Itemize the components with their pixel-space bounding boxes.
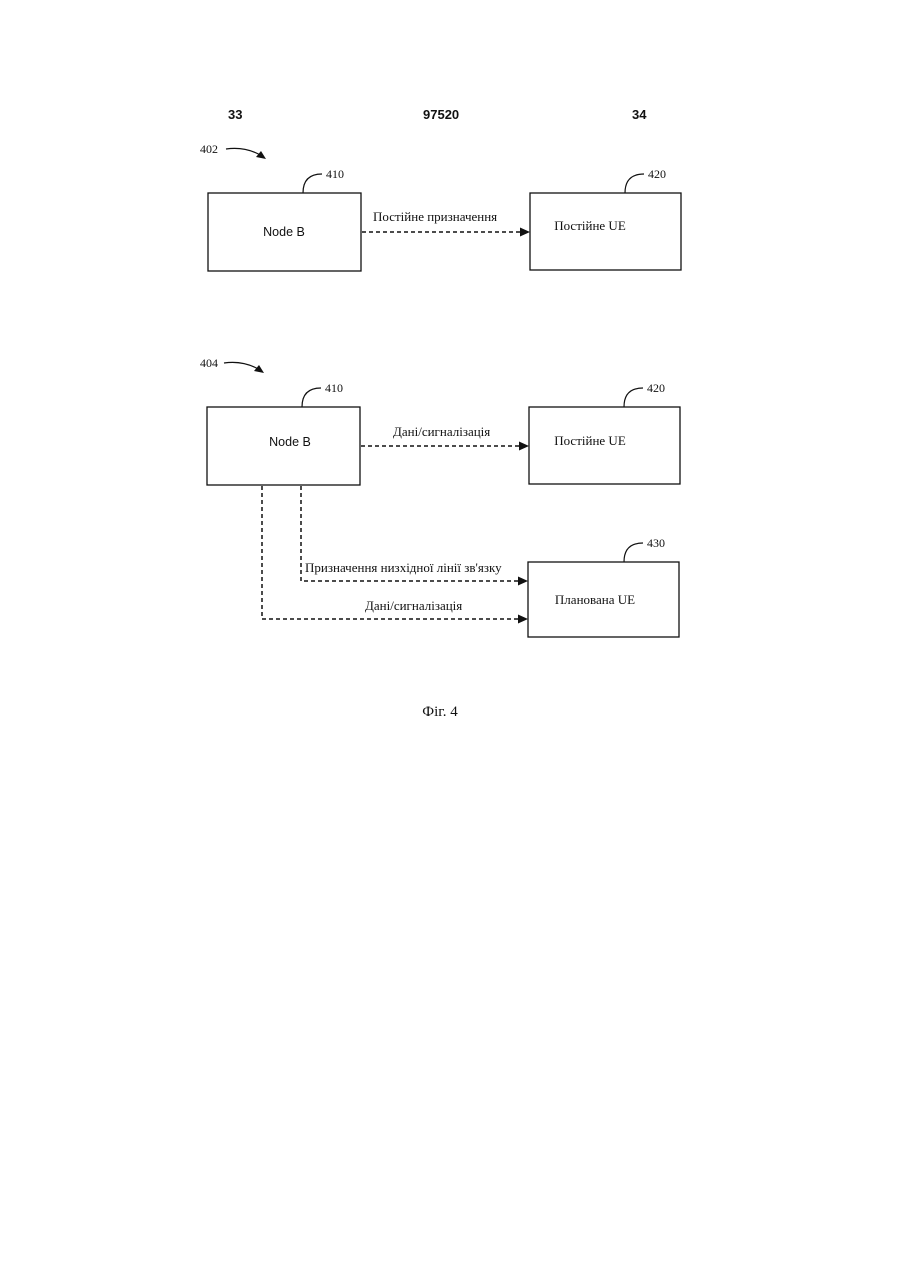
diagram-404: 404 Node B 410 Постійне UE 420 Планована… [200,356,680,637]
scheduled-ue-box: Планована UE [528,562,679,637]
node-b-box-404: Node B [207,407,360,485]
persistent-ue-402-ref: 420 [648,167,666,181]
page-number-right: 34 [632,107,647,122]
persistent-assignment-arrow [362,228,530,237]
persistent-ue-box-404: Постійне UE [529,407,680,484]
downlink-assignment-label: Призначення низхідної лінії зв'язку [305,560,502,575]
document-number: 97520 [423,107,459,122]
node-b-404-leader-line [302,388,321,407]
diagram-404-pointer-arrow-icon [224,362,264,373]
persistent-ue-404-ref: 420 [647,381,665,395]
node-b-402-ref: 410 [326,167,344,181]
node-b-label-404: Node B [269,435,311,449]
page-number-left: 33 [228,107,242,122]
node-b-402-leader-line [303,174,322,193]
data-signaling-arrow-persistent [361,442,529,451]
persistent-ue-404-leader-line [624,388,643,407]
figure-caption: Фіг. 4 [422,704,458,720]
data-signaling-label-persistent: Дані/сигналізація [393,424,490,439]
persistent-ue-box-402: Постійне UE [530,193,681,270]
scheduled-ue-label: Планована UE [555,592,635,607]
diagram-402-ref: 402 [200,142,218,156]
diagram-402: 402 Node B 410 Постійне UE 420 Постійне … [200,142,681,271]
node-b-404-ref: 410 [325,381,343,395]
persistent-ue-label-404: Постійне UE [554,433,626,448]
node-b-box-402: Node B [208,193,361,271]
persistent-ue-label-402: Постійне UE [554,218,626,233]
scheduled-ue-ref: 430 [647,536,665,550]
data-signaling-label-scheduled: Дані/сигналізація [365,598,462,613]
diagram-402-pointer-arrow-icon [226,148,266,159]
persistent-assignment-label: Постійне призначення [373,209,497,224]
persistent-ue-402-leader-line [625,174,644,193]
scheduled-ue-leader-line [624,543,643,562]
diagram-404-ref: 404 [200,356,218,370]
node-b-label-402: Node B [263,225,305,239]
